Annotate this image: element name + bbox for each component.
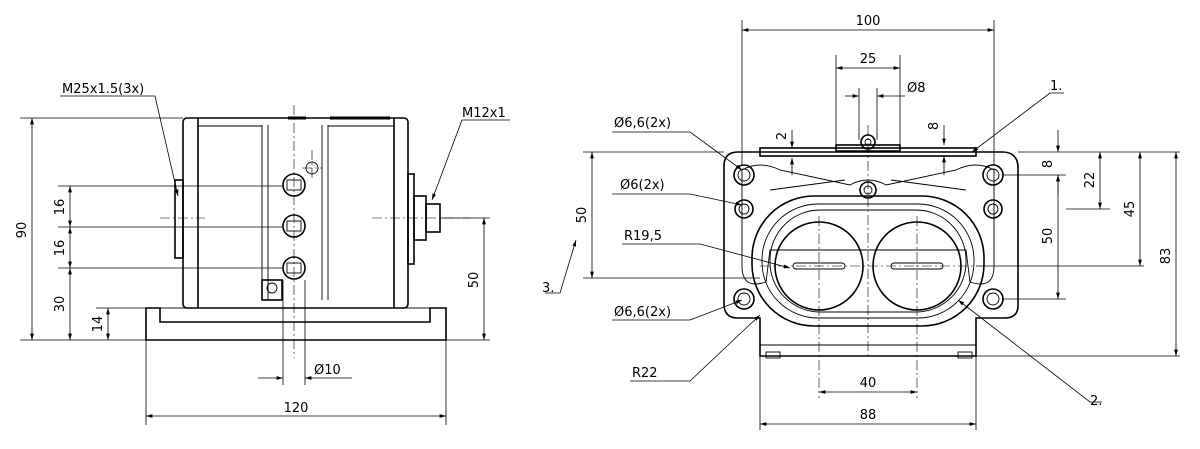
base-flange bbox=[145, 307, 447, 341]
dim-88: 88 bbox=[860, 408, 877, 423]
dim-45: 45 bbox=[1123, 201, 1138, 218]
dim-50-left: 50 bbox=[575, 207, 590, 224]
dim-8-top: 8 bbox=[927, 122, 942, 130]
dim-2: 2 bbox=[775, 132, 790, 140]
thread-conduit-label: M25x1.5(3x) bbox=[62, 82, 144, 97]
radius-inner-label: R19,5 bbox=[624, 229, 662, 244]
radius-outer-label: R22 bbox=[632, 366, 658, 381]
callout-2: 2. bbox=[1090, 394, 1102, 409]
dim-bore: Ø10 bbox=[314, 363, 341, 378]
dim-bore-8: Ø8 bbox=[907, 81, 926, 96]
dim-50-inner: 50 bbox=[1041, 228, 1056, 245]
dim-8-side: 8 bbox=[1041, 160, 1056, 168]
dim-top-width: 100 bbox=[856, 14, 881, 29]
callout-3: 3. bbox=[542, 281, 554, 296]
dim-total-height: 90 bbox=[15, 222, 30, 239]
conduit-gland bbox=[174, 179, 184, 259]
dim-30: 30 bbox=[53, 296, 68, 313]
side-view: M25x1.5(3x) M12x1 90 16 16 30 14 50 Ø10 … bbox=[15, 82, 510, 425]
dim-16-b: 16 bbox=[53, 240, 68, 257]
dim-83: 83 bbox=[1159, 248, 1174, 265]
mounting-holes bbox=[733, 164, 1004, 310]
dim-14: 14 bbox=[91, 316, 106, 333]
dim-25: 25 bbox=[860, 52, 877, 67]
thread-connector-label: M12x1 bbox=[462, 106, 506, 121]
port-holes bbox=[266, 161, 319, 294]
dim-22: 22 bbox=[1083, 172, 1098, 189]
callout-1: 1. bbox=[1050, 79, 1062, 94]
dim-width: 120 bbox=[284, 401, 309, 416]
front-view: 100 25 Ø8 2 8 8 22 45 50 83 50 Ø6,6(2x) … bbox=[542, 14, 1180, 430]
hole-top-label: Ø6,6(2x) bbox=[614, 116, 671, 131]
dim-16-a: 16 bbox=[53, 199, 68, 216]
dim-40: 40 bbox=[860, 376, 877, 391]
dim-50: 50 bbox=[467, 272, 482, 289]
hole-mid-label: Ø6(2x) bbox=[620, 178, 665, 193]
hole-bottom-label: Ø6,6(2x) bbox=[614, 305, 671, 320]
